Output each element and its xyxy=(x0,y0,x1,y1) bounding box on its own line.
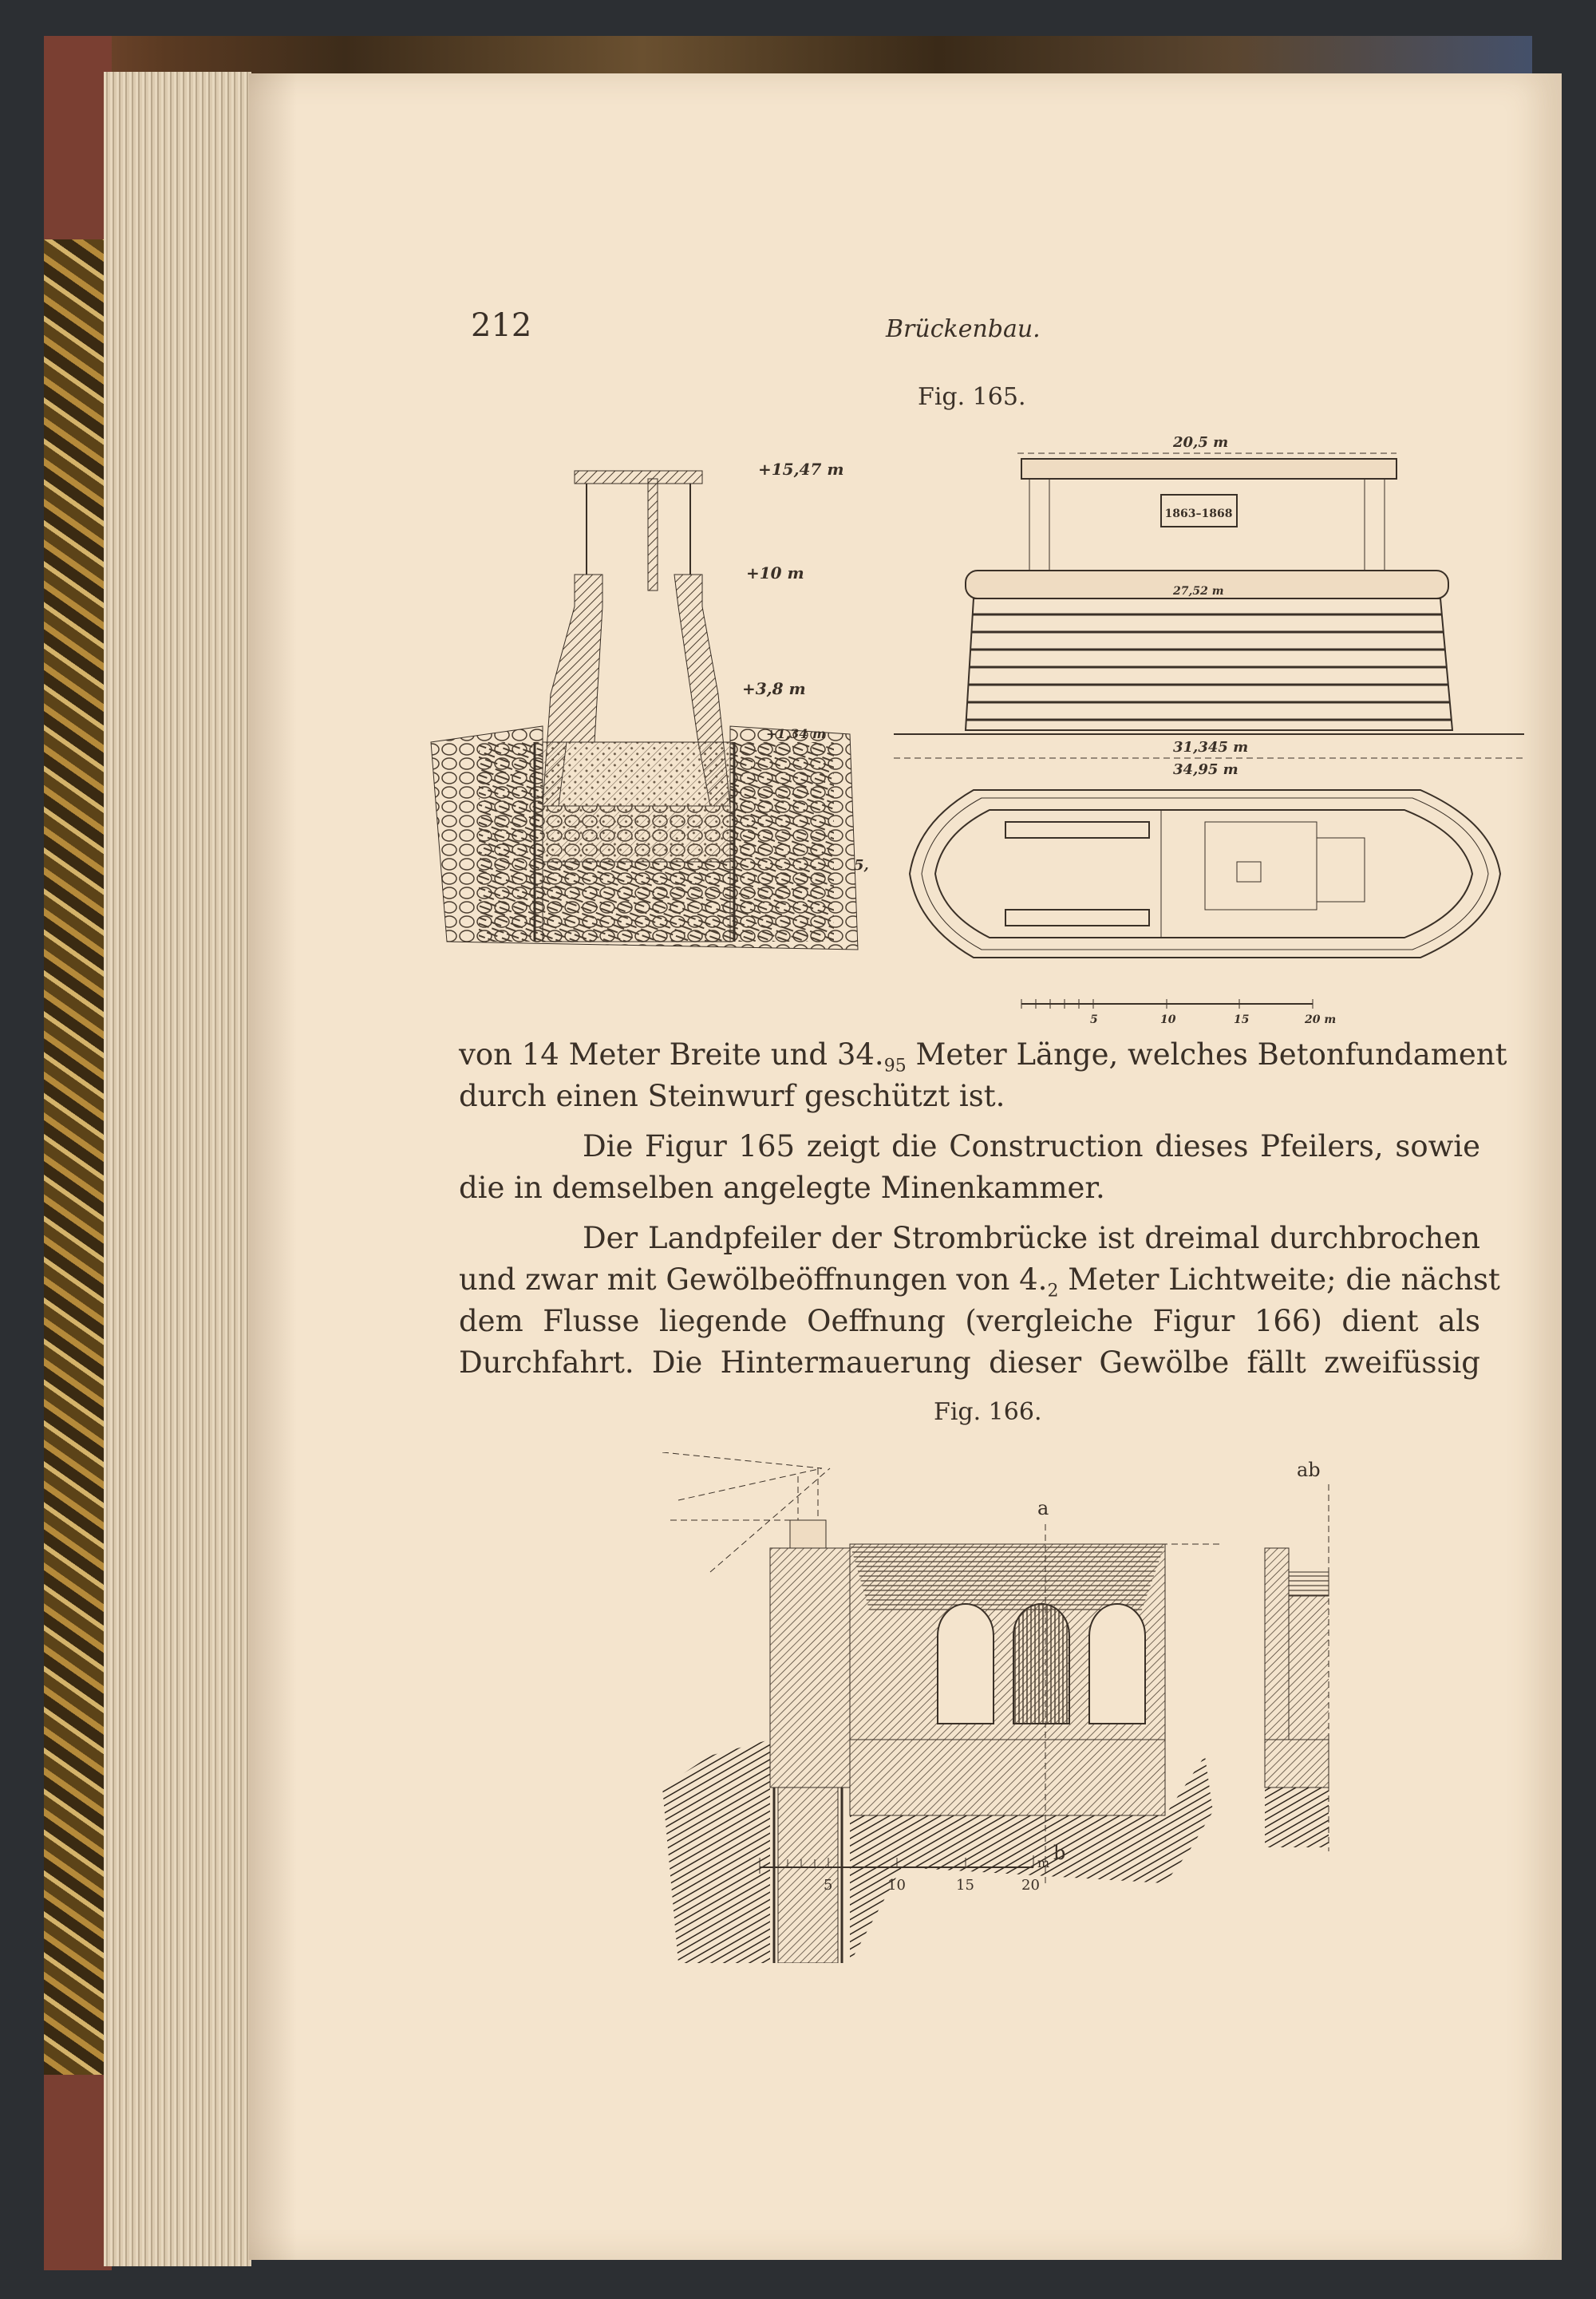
figure-165-caption: Fig. 165. xyxy=(918,383,1026,411)
text-line: von 14 Meter Breite und 34.95 Meter Läng… xyxy=(459,1037,1507,1076)
figure-165-elevation-plan: 20,5 m 1863–1868 27,52 m 31,345 m 34,95 … xyxy=(894,434,1524,1026)
label-base-width: 31,345 m xyxy=(1173,739,1248,756)
figure-166-abutment-section: a b ab 5 10 15 20 m xyxy=(662,1452,1329,1963)
text-line: durch einen Steinwurf geschützt ist. xyxy=(459,1079,1005,1113)
figure-166-caption: Fig. 166. xyxy=(934,1398,1042,1426)
text-line: und zwar mit Gewölbeöffnungen von 4.2 Me… xyxy=(459,1262,1500,1302)
label-elev-3-8: +3,8 m xyxy=(742,679,806,698)
text-line: dem Flusse liegende Oeffnung (vergleiche… xyxy=(459,1304,1480,1338)
scale-tick-20m: 20 m xyxy=(1304,1013,1336,1026)
marbled-cover-paper xyxy=(44,239,104,2075)
scale-tick-10: 10 xyxy=(1160,1013,1176,1026)
scale-tick-15: 15 xyxy=(1234,1013,1249,1026)
section-label-b: b xyxy=(1053,1842,1065,1864)
figure-166-scale-bar: 5 10 15 20 m xyxy=(759,1855,1049,1894)
page-edges xyxy=(104,72,251,2266)
page-gutter-shadow xyxy=(249,73,297,2260)
text-line: die in demselben angelegte Minenkammer. xyxy=(459,1171,1105,1205)
scale-tick-15: 15 xyxy=(956,1877,974,1894)
scale-tick-10: 10 xyxy=(887,1877,906,1894)
label-elev-1-34: +1,34 m xyxy=(766,726,826,741)
scale-tick-5: 5 xyxy=(1090,1013,1098,1026)
text-line: Die Figur 165 zeigt die Construction die… xyxy=(583,1129,1480,1163)
label-mid-width: 27,52 m xyxy=(1172,585,1224,598)
scale-tick-5: 5 xyxy=(824,1877,832,1894)
label-foundation-width: 34,95 m xyxy=(1173,761,1238,778)
plaque-dates: 1863–1868 xyxy=(1165,508,1233,520)
figure-165-pier-section: +15,47 m +10 m +3,8 m +1,34 m 5,16 xyxy=(430,460,870,950)
scale-unit-m: m xyxy=(1037,1855,1049,1870)
label-elev-10: +10 m xyxy=(746,563,804,583)
section-label-ab: ab xyxy=(1297,1459,1321,1481)
running-title: Brückenbau. xyxy=(886,315,1041,343)
label-top-width: 20,5 m xyxy=(1172,434,1228,451)
figure-165-scale-bar: 5 10 15 20 m xyxy=(1021,999,1336,1026)
book-page xyxy=(249,73,1562,2260)
label-depth-5-16: 5,16 xyxy=(854,857,870,874)
text-line: Der Landpfeiler der Strombrücke ist drei… xyxy=(583,1221,1480,1255)
section-label-a: a xyxy=(1037,1497,1049,1519)
text-line: Durchfahrt. Die Hintermauerung dieser Ge… xyxy=(459,1345,1480,1380)
scale-tick-20: 20 xyxy=(1021,1877,1040,1894)
label-elev-15-47: +15,47 m xyxy=(758,460,844,479)
page-number: 212 xyxy=(471,307,532,344)
